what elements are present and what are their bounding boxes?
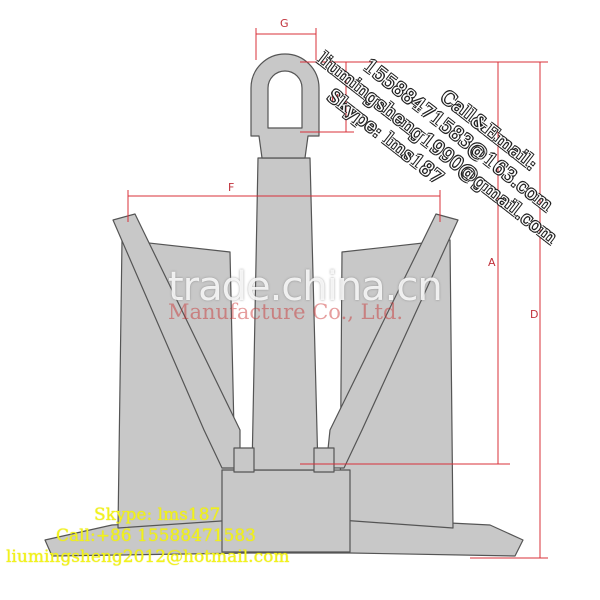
anchor-right-pin	[313, 447, 335, 473]
contact-email-hotmail: liumingsheng2012@hotmail.com	[6, 547, 290, 567]
contact-phone-bottom: Call:+86 15588471583	[56, 526, 256, 546]
contact-skype-bottom: Skype: lms187	[94, 505, 221, 525]
dimension-label-f: F	[228, 181, 234, 194]
anchor-left-pin	[233, 447, 255, 473]
dimension-label-h: H	[331, 92, 339, 105]
dimension-label-g: G	[280, 17, 289, 30]
dimension-lines	[127, 28, 548, 559]
anchor-right-arm	[325, 213, 459, 469]
contact-info-bottom: Skype: lms187 Call:+86 15588471583 liumi…	[6, 505, 366, 568]
anchor-shank	[251, 157, 319, 471]
anchor-shackle-opening	[267, 70, 303, 129]
anchor-body	[44, 53, 524, 557]
dimension-label-d: D	[530, 308, 538, 321]
dimension-label-a: A	[488, 256, 496, 269]
